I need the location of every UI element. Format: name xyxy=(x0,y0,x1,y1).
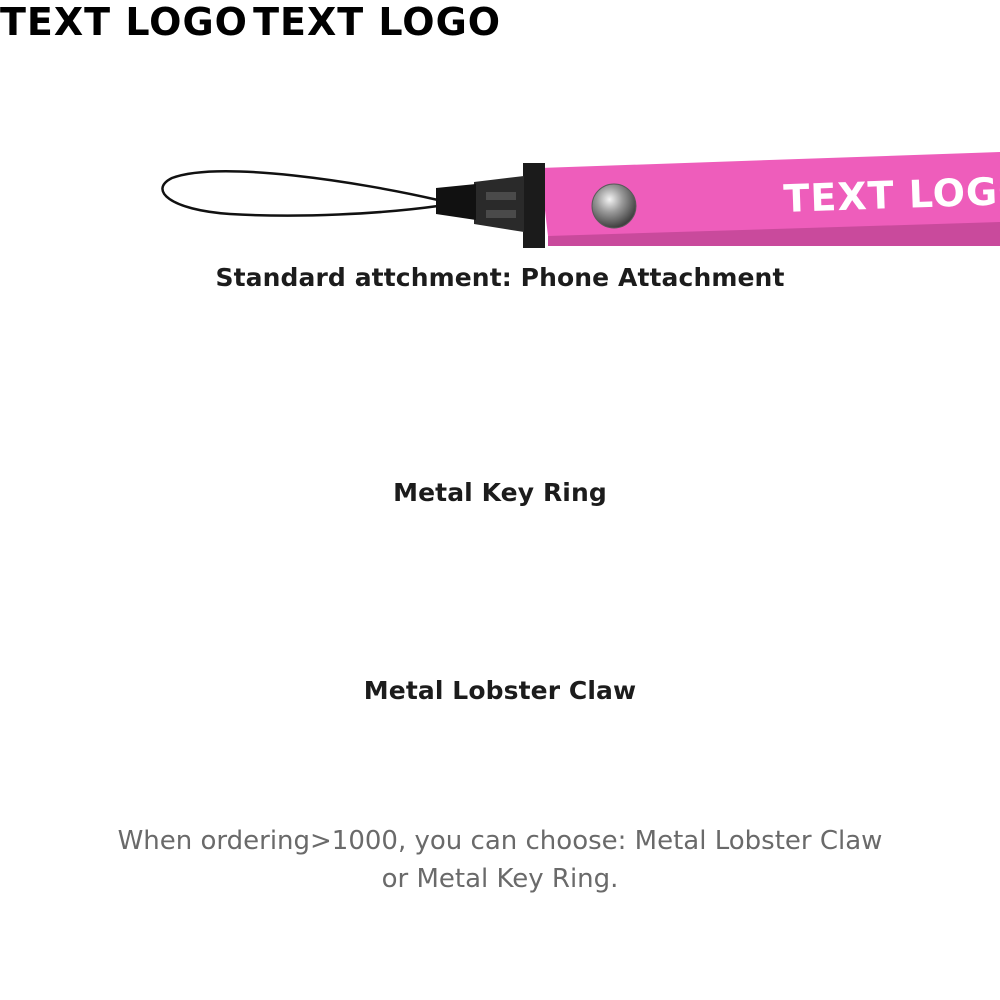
strap-logo-text: TEXT LOGO xyxy=(783,168,1000,221)
strap-back: TEXT LOGO xyxy=(0,0,253,44)
item-phone-attachment: TEXT LOGO xyxy=(161,152,1000,248)
rivet-icon xyxy=(591,183,637,229)
strap-front: TEXT LOGO xyxy=(0,0,253,44)
item-key-ring: TEXT LOGO xyxy=(0,0,253,44)
strap-front: TEXT LOGO xyxy=(253,0,501,44)
strap-back: TEXT LOGO xyxy=(253,0,501,44)
strap-logo-text: TEXT LOGO xyxy=(253,0,502,44)
caption-phone-attachment: Standard attchment: Phone Attachment xyxy=(215,263,785,292)
strap-front xyxy=(540,152,1000,236)
caption-key-ring: Metal Key Ring xyxy=(393,478,607,507)
strap-logo-text: TEXT LOGO xyxy=(0,0,248,44)
ordering-note: When ordering>1000, you can choose: Meta… xyxy=(60,822,940,898)
ordering-note-line-1: When ordering>1000, you can choose: Meta… xyxy=(117,826,883,856)
caption-lobster-claw: Metal Lobster Claw xyxy=(363,676,637,705)
item-lobster-claw: TEXT LOGO xyxy=(253,0,501,44)
phone-attachment-icon xyxy=(161,163,545,248)
ordering-note-line-2: or Metal Key Ring. xyxy=(381,864,619,894)
